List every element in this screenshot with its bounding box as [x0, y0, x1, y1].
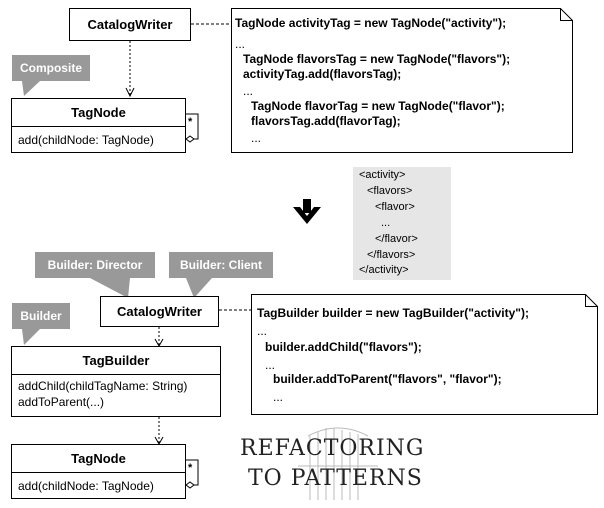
logo-line-2: TO PATTERNS: [248, 466, 423, 491]
composite-self-link-top: [186, 113, 199, 140]
tagbuilder-op: addToParent(...): [18, 395, 105, 409]
refactoring-to-patterns-logo: REFACTORING TO PATTERNS: [238, 426, 428, 502]
code-line: TagBuilder builder = new TagBuilder("act…: [257, 306, 529, 320]
catalog-writer-label-bottom: CatalogWriter: [117, 304, 202, 319]
code-line: ...: [251, 131, 262, 145]
logo-line-1: REFACTORING: [240, 436, 425, 461]
code-line: ...: [257, 324, 268, 338]
code-line: activityTag.add(flavorsTag);: [243, 67, 402, 81]
catalog-writer-box-bottom: CatalogWriter: [100, 296, 219, 327]
builder-director-label: Builder: Director: [47, 258, 143, 272]
catalog-writer-box-top: CatalogWriter: [69, 8, 191, 41]
code-note-top: TagNode activityTag = new TagNode("activ…: [231, 8, 573, 153]
code-line: TagNode activityTag = new TagNode("activ…: [235, 16, 507, 30]
tagnode-class-bottom: TagNode add(childNode: TagNode): [11, 444, 186, 499]
builder-director-tag: Builder: Director: [35, 252, 155, 278]
tagnode-separator-bottom: [12, 472, 185, 473]
code-line: TagNode flavorsTag = new TagNode("flavor…: [243, 52, 511, 66]
builder-client-tag: Builder: Client: [169, 252, 273, 278]
code-line: flavorsTag.add(flavorTag);: [251, 114, 401, 128]
tagbuilder-separator: [12, 374, 220, 375]
code-line: ...: [235, 37, 246, 51]
composite-tag-label: Composite: [19, 61, 82, 75]
xml-line: </flavor>: [375, 233, 418, 245]
tagnode-title-bottom: TagNode: [71, 451, 126, 466]
transform-arrow-icon: [293, 199, 321, 224]
tagnode-class-top: TagNode add(childNode: TagNode): [11, 98, 186, 153]
builder-tag-label: Builder: [20, 309, 62, 323]
builder-stereotype-tag: Builder: [12, 303, 70, 329]
tagnode-op-bottom: add(childNode: TagNode): [18, 479, 154, 493]
catalog-writer-label-top: CatalogWriter: [87, 17, 173, 32]
xml-line: <activity>: [359, 169, 406, 181]
code-line: ...: [265, 358, 276, 372]
xml-output-box: <activity> <flavors> <flavor> ... </flav…: [353, 167, 451, 280]
multiplicity-top: *: [188, 116, 193, 128]
code-line: builder.addChild("flavors");: [265, 340, 422, 354]
xml-line: <flavor>: [375, 201, 415, 213]
tagbuilder-op: addChild(childTagName: String): [18, 379, 188, 393]
xml-line: </activity>: [359, 264, 409, 276]
xml-line: <flavors>: [367, 185, 413, 197]
code-line: ...: [273, 390, 284, 404]
tagbuilder-class: TagBuilder addChild(childTagName: String…: [11, 346, 221, 417]
code-note-bottom: TagBuilder builder = new TagBuilder("act…: [251, 294, 598, 415]
multiplicity-bottom: *: [188, 462, 193, 474]
tagbuilder-title: TagBuilder: [82, 353, 150, 368]
xml-line: </flavors>: [367, 249, 416, 261]
builder-client-label: Builder: Client: [179, 258, 262, 272]
tagnode-separator-top: [12, 126, 185, 127]
code-line: builder.addToParent("flavors", "flavor")…: [273, 372, 502, 386]
tagnode-title-top: TagNode: [71, 105, 126, 120]
logo-background-art: [298, 427, 378, 500]
code-line: TagNode flavorTag = new TagNode("flavor"…: [251, 99, 505, 113]
composite-stereotype-tag: Composite: [12, 55, 90, 81]
tagnode-op-top: add(childNode: TagNode): [18, 133, 154, 147]
xml-line: ...: [381, 217, 391, 229]
code-line: ...: [243, 84, 254, 98]
composite-self-link-bottom: [186, 459, 199, 486]
